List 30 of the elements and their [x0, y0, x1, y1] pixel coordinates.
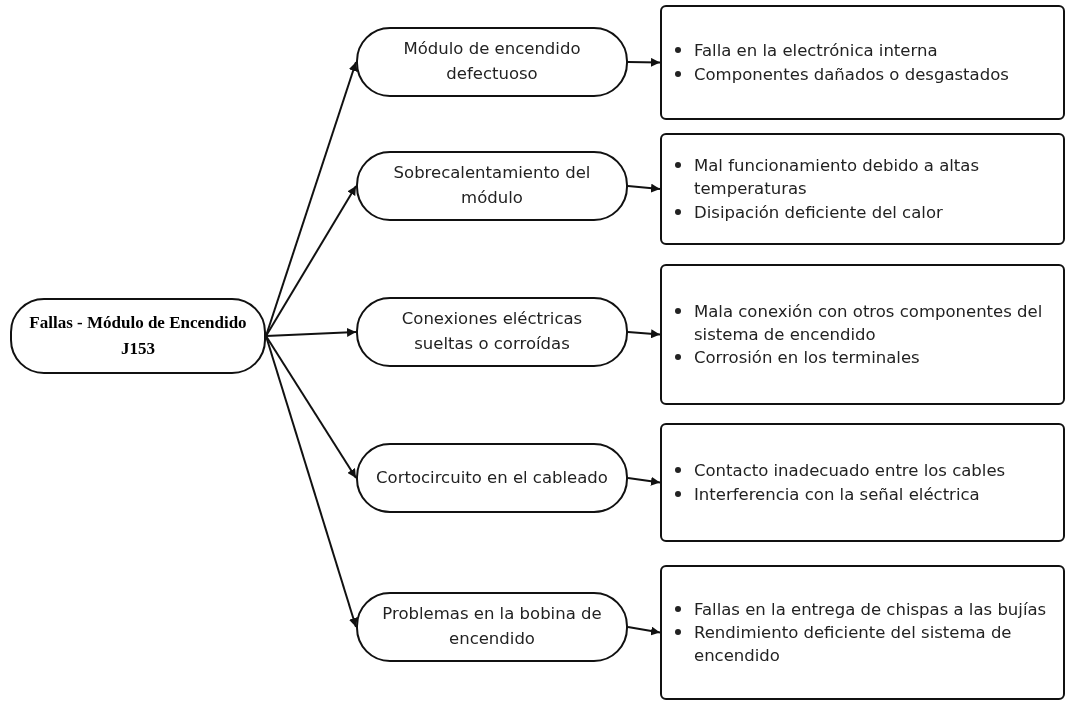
- node-text: Problemas en la bobina de encendido: [381, 603, 603, 650]
- root-node: [10, 298, 266, 374]
- bullet-text: Corrosión en los terminales: [694, 347, 920, 370]
- title-text: Fallas - Módulo de Encendido J153: [28, 311, 248, 360]
- bullet-text: Rendimiento deficiente del sistema de encendido: [694, 621, 1013, 668]
- arrow: [627, 183, 661, 193]
- detail-box: [660, 133, 1065, 245]
- bullet-text: Interferencia con la señal eléctrica: [694, 483, 980, 506]
- arrow: [627, 626, 661, 636]
- node-text: Sobrecalentamiento del módulo: [392, 162, 592, 209]
- arrow: [627, 57, 661, 67]
- detail-box: [660, 5, 1065, 120]
- bullet-text: Falla en la electrónica interna: [694, 40, 938, 63]
- arrow: [627, 329, 661, 339]
- detail-box: [660, 264, 1065, 405]
- detail-box: [660, 423, 1065, 542]
- node-text: Cortocircuito en el cableado: [376, 466, 608, 489]
- detail-box: [660, 565, 1065, 700]
- bullet-text: Contacto inadecuado entre los cables: [694, 460, 1006, 483]
- bullet-text: Componentes dañados o desgastados: [694, 63, 1009, 86]
- bullet-text: Fallas en la entrega de chispas a las bujías: [694, 598, 1047, 621]
- node-text: Módulo de encendido defectuoso: [402, 38, 582, 85]
- arrow: [627, 476, 661, 486]
- bullet-text: Disipación deficiente del calor: [694, 201, 943, 224]
- arrow: [265, 335, 357, 479]
- bullet-text: Mal funcionamiento debido a altas temperaturas: [694, 155, 981, 201]
- bullet-text: Mala conexión con otros componentes del sistema de encendido: [694, 300, 1044, 346]
- arrow: [265, 327, 357, 337]
- node-text: Conexiones eléctricas sueltas o corroídas: [400, 308, 584, 355]
- arrow: [265, 185, 357, 337]
